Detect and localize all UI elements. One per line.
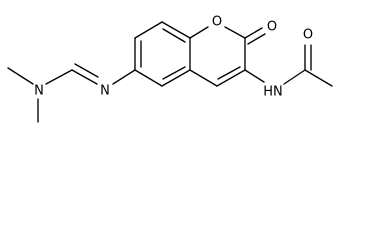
bond-o-c2: [224, 26, 246, 39]
bond-ch-n2-a: [71, 69, 98, 85]
bond-c3-c4-a: [216, 69, 246, 87]
bond-benzo-6: [134, 69, 163, 87]
atom-label-n-dimethyl: N: [34, 84, 44, 99]
bond-benzo-5-inner: [162, 66, 186, 80]
bond-benzo-3: [161, 21, 191, 39]
bond-group: [7, 21, 333, 123]
bond-n2-ring: [112, 69, 136, 85]
bond-c2-o-exo-b: [247, 33, 266, 45]
molecule-structure: N N O O HN O: [7, 15, 333, 123]
bond-n1-ch: [45, 69, 73, 85]
bond-ch-n2-b: [74, 63, 99, 78]
bond-benzo-5: [161, 69, 191, 87]
atom-label-nh-amide: HN: [263, 85, 283, 100]
bond-c2-o-exo-a: [244, 27, 263, 39]
bond-c3-c4-b: [217, 66, 241, 80]
bond-benzo-2: [134, 21, 163, 39]
atom-label-group: N N O O HN O: [34, 15, 313, 100]
bond-nh-co: [283, 69, 306, 85]
molecule-structure-canvas: N N O O HN O: [7, 15, 333, 123]
atom-label-n-imine: N: [100, 84, 110, 99]
bond-benzo-3-inner: [162, 28, 186, 43]
bond-co-ch3: [304, 69, 333, 87]
bond-c8a-o: [189, 26, 209, 39]
bond-c3-nh: [244, 69, 265, 83]
atom-label-o-ring: O: [212, 15, 222, 30]
bond-c4-c4a: [189, 69, 218, 87]
atom-label-o-lactone: O: [267, 20, 277, 35]
bond-methyl-upper: [7, 67, 34, 85]
atom-label-o-amide: O: [303, 28, 313, 43]
